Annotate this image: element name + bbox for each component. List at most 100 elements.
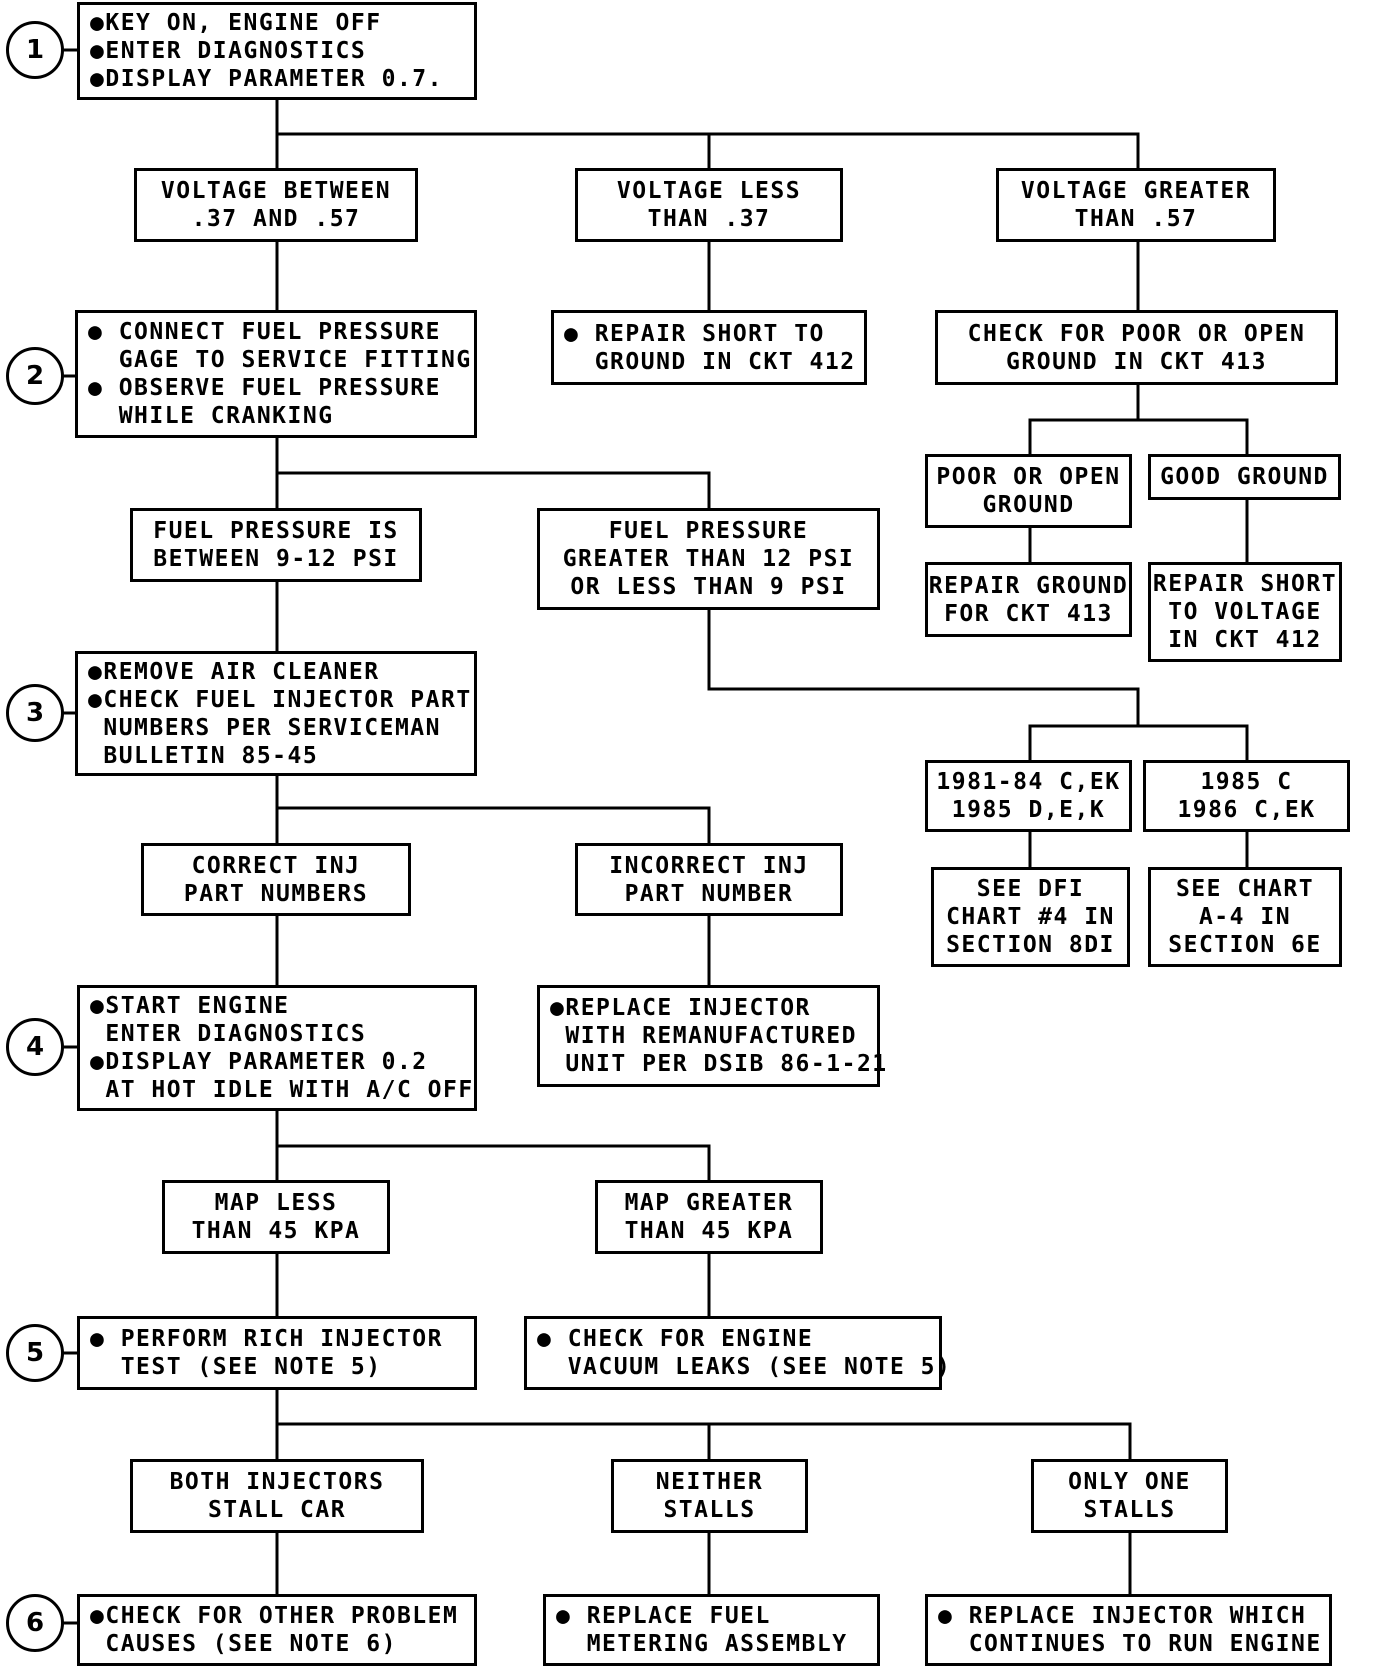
- box-text-line: ● CHECK FOR ENGINE: [537, 1326, 814, 1352]
- replace-fuel-metering-box: ● REPLACE FUEL METERING ASSEMBLY: [543, 1594, 880, 1666]
- box-text-line: CHECK FOR POOR OR OPEN: [967, 320, 1306, 347]
- step-4-box: ●START ENGINE ENTER DIAGNOSTICS●DISPLAY …: [77, 985, 477, 1111]
- check-vacuum-leaks-box: ● CHECK FOR ENGINE VACUUM LEAKS (SEE NOT…: [524, 1316, 950, 1390]
- box-text-line: VACUUM LEAKS (SEE NOTE 5): [537, 1354, 952, 1380]
- box-text-line: ENTER DIAGNOSTICS: [90, 1021, 367, 1047]
- box-text-line: VOLTAGE BETWEEN: [160, 178, 392, 204]
- box-text-line: 1985 D,E,K: [951, 797, 1106, 823]
- box-text-line: ●CHECK FOR OTHER PROBLEM: [90, 1603, 459, 1629]
- box-text-line: MAP GREATER: [624, 1190, 794, 1216]
- box-text-line: SECTION 6E: [1168, 932, 1322, 958]
- box-text-line: MAP LESS: [214, 1190, 338, 1216]
- box-text-line: BULLETIN 85-45: [88, 742, 319, 769]
- step-6-box: ●CHECK FOR OTHER PROBLEM CAUSES (SEE NOT…: [77, 1594, 477, 1666]
- box-text-line: TO VOLTAGE: [1168, 599, 1322, 625]
- box-text-line: SEE DFI: [976, 876, 1085, 902]
- box-text-line: ●REPLACE INJECTOR: [550, 995, 811, 1021]
- box-text-line: ●START ENGINE: [90, 993, 290, 1019]
- box-text-line: OR LESS THAN 9 PSI: [570, 574, 847, 600]
- box-text-line: ●KEY ON, ENGINE OFF: [90, 10, 382, 36]
- box-text-line: STALLS: [1083, 1497, 1176, 1523]
- box-text-line: SECTION 8DI: [946, 932, 1115, 958]
- step-1-marker: 1: [6, 21, 64, 79]
- box-text-line: ●CHECK FUEL INJECTOR PART: [88, 686, 472, 713]
- box-text-line: ● PERFORM RICH INJECTOR: [90, 1326, 443, 1352]
- box-text-line: .37 AND .57: [191, 206, 361, 232]
- box-text-line: GREATER THAN 12 PSI: [562, 546, 855, 572]
- box-text-line: REPAIR SHORT: [1152, 571, 1338, 597]
- box-text-line: ● REPLACE INJECTOR WHICH: [938, 1603, 1307, 1629]
- box-text-line: TEST (SEE NOTE 5): [90, 1354, 382, 1380]
- step-4-marker: 4: [6, 1018, 64, 1076]
- box-text-line: BETWEEN 9-12 PSI: [153, 546, 399, 572]
- box-text-line: STALLS: [663, 1497, 756, 1523]
- step-6-marker: 6: [6, 1594, 64, 1652]
- good-ground-box: GOOD GROUND: [1148, 454, 1341, 500]
- box-text-line: WHILE CRANKING: [88, 403, 334, 429]
- step-3-box: ●REMOVE AIR CLEANER●CHECK FUEL INJECTOR …: [75, 651, 477, 776]
- box-text-line: ●REMOVE AIR CLEANER: [88, 658, 380, 685]
- box-text-line: METERING ASSEMBLY: [556, 1631, 848, 1657]
- box-text-line: THAN 45 KPA: [624, 1218, 794, 1244]
- box-text-line: ●DISPLAY PARAMETER 0.2: [90, 1049, 428, 1075]
- box-text-line: GROUND IN CKT 413: [1006, 348, 1267, 375]
- box-text-line: THAN 45 KPA: [191, 1218, 361, 1244]
- box-text-line: WITH REMANUFACTURED: [550, 1023, 857, 1049]
- replace-injector-box: ●REPLACE INJECTOR WITH REMANUFACTURED UN…: [537, 985, 886, 1087]
- box-text-line: PART NUMBERS: [183, 880, 369, 907]
- box-text-line: GAGE TO SERVICE FITTING: [88, 347, 472, 373]
- box-text-line: NUMBERS PER SERVICEMAN: [88, 714, 441, 741]
- box-text-line: GROUND IN CKT 412: [564, 348, 856, 375]
- box-text-line: THAN .57: [1074, 206, 1198, 232]
- box-text-line: ●ENTER DIAGNOSTICS: [90, 38, 367, 64]
- box-text-line: 1985 C: [1200, 769, 1293, 795]
- step-1-box: ●KEY ON, ENGINE OFF●ENTER DIAGNOSTICS●DI…: [77, 2, 477, 100]
- box-text-line: NEITHER: [655, 1469, 764, 1495]
- box-text-line: ● REPAIR SHORT TO: [564, 320, 825, 347]
- box-text-line: GROUND: [982, 492, 1075, 518]
- replace-injector-runs-box: ● REPLACE INJECTOR WHICH CONTINUES TO RU…: [925, 1594, 1332, 1666]
- step-2-box: ● CONNECT FUEL PRESSURE GAGE TO SERVICE …: [75, 310, 477, 438]
- box-text-line: SEE CHART: [1175, 876, 1315, 902]
- box-text-line: 1986 C,EK: [1177, 797, 1316, 823]
- box-text-line: IN CKT 412: [1168, 627, 1322, 653]
- box-text-line: CAUSES (SEE NOTE 6): [90, 1631, 397, 1657]
- box-text-line: CORRECT INJ: [191, 852, 361, 879]
- box-text-line: CHART #4 IN: [946, 904, 1115, 930]
- box-text-line: PART NUMBER: [624, 880, 794, 907]
- box-text-line: FUEL PRESSURE IS: [153, 518, 399, 544]
- box-text-line: BOTH INJECTORS: [169, 1469, 385, 1495]
- box-text-line: ● OBSERVE FUEL PRESSURE: [88, 375, 441, 401]
- voltage-between-box: VOLTAGE BETWEEN.37 AND .57: [134, 168, 418, 242]
- box-text-line: GOOD GROUND: [1160, 464, 1329, 490]
- box-text-line: REPAIR GROUND: [928, 572, 1129, 599]
- box-text-line: ● REPLACE FUEL: [556, 1603, 771, 1629]
- box-text-line: POOR OR OPEN: [936, 464, 1121, 490]
- box-text-line: FUEL PRESSURE: [608, 518, 809, 544]
- box-text-line: AT HOT IDLE WITH A/C OFF: [90, 1077, 474, 1103]
- repair-short-ckt-412-box: ● REPAIR SHORT TO GROUND IN CKT 412: [551, 310, 867, 385]
- step-5-box: ● PERFORM RICH INJECTOR TEST (SEE NOTE 5…: [77, 1316, 477, 1390]
- box-text-line: ONLY ONE: [1068, 1469, 1191, 1495]
- box-text-line: VOLTAGE GREATER: [1020, 178, 1252, 204]
- box-text-line: STALL CAR: [207, 1497, 347, 1523]
- box-text-line: ●DISPLAY PARAMETER 0.7.: [90, 66, 443, 92]
- box-text-line: CONTINUES TO RUN ENGINE: [938, 1631, 1322, 1657]
